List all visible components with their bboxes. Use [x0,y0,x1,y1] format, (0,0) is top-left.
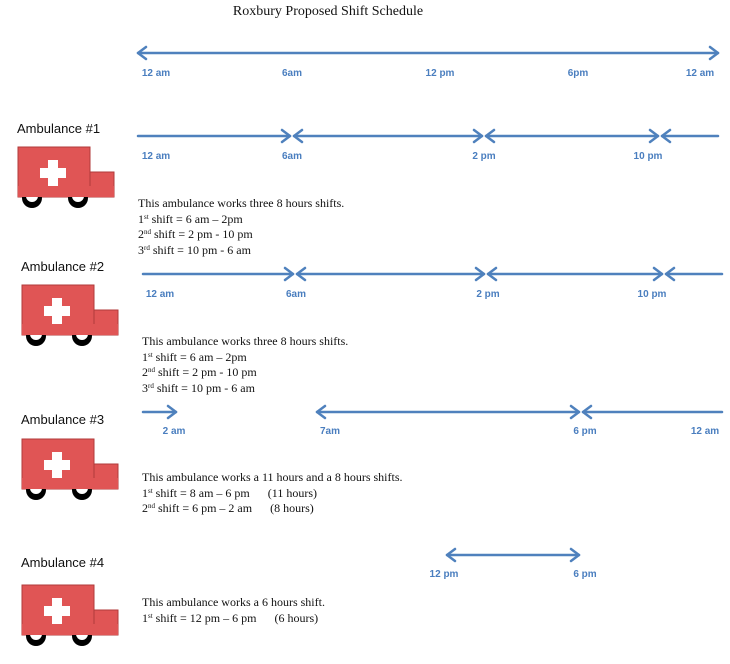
ambulance-1-shift-arrows [136,128,720,144]
ambulance-2-tick: 6am [285,289,307,300]
shift-line: 3rd shift = 10 pm - 6 am [138,242,251,257]
ambulance-3-description: This ambulance works a 11 hours and a 8 … [142,470,403,517]
ambulance-3-tick: 7am [319,426,341,437]
ambulance-4-label: Ambulance #4 [21,555,105,570]
description-text: This ambulance works a 11 hours and a 8 … [142,470,403,484]
ambulance-1-tick: 12 am [141,151,171,162]
ambulance-3-tick: 6 pm [573,426,597,437]
ambulance-4-shift-arrow [445,547,581,563]
ambulance-3-shift-arrows [141,404,724,420]
ambulance-3-tick: 12 am [690,426,720,437]
main-tick-label: 12 pm [425,68,455,79]
description-text: This ambulance works a 6 hours shift. [142,595,325,609]
ambulance-3-tick: 2 am [162,426,186,437]
shift-line: 1st shift = 12 pm – 6 pm(6 hours) [142,610,319,625]
ambulance-1-description: This ambulance works three 8 hours shift… [138,196,344,258]
ambulance-2-label: Ambulance #2 [21,259,105,274]
ambulance-1-icon [17,146,115,208]
description-text: This ambulance works three 8 hours shift… [142,334,349,348]
shift-line: 1st shift = 6 am – 2pm [138,211,243,226]
ambulance-3-icon [21,438,119,500]
main-tick-label: 12 am [685,68,715,79]
shift-line: 3rd shift = 10 pm - 6 am [142,380,255,395]
shift-line: 2nd shift = 2 pm - 10 pm [138,227,253,241]
ambulance-2-description: This ambulance works three 8 hours shift… [142,334,348,396]
ambulance-1-tick: 6am [281,151,303,162]
ambulance-2-tick: 2 pm [476,289,500,300]
shift-line: 2nd shift = 2 pm - 10 pm [142,365,257,379]
ambulance-4-tick: 6 pm [573,569,597,580]
main-tick-label: 6pm [567,68,589,79]
ambulance-2-tick: 12 am [145,289,175,300]
ambulance-2-tick: 10 pm [637,289,667,300]
shift-line: 1st shift = 8 am – 6 pm(11 hours) [142,485,317,500]
shift-line: 2nd shift = 6 pm – 2 am(8 hours) [142,501,314,515]
main-timeline-arrow [136,45,720,61]
ambulance-3-label: Ambulance #3 [21,412,105,427]
shift-line: 1st shift = 6 am – 2pm [142,349,247,364]
ambulance-1-tick: 10 pm [633,151,663,162]
ambulance-1-tick: 2 pm [472,151,496,162]
main-tick-label: 6am [281,68,303,79]
ambulance-1-label: Ambulance #1 [17,121,101,136]
description-text: This ambulance works three 8 hours shift… [138,196,345,210]
ambulance-2-shift-arrows [141,266,724,282]
ambulance-4-description: This ambulance works a 6 hours shift. 1s… [142,595,325,626]
main-tick-label: 12 am [141,68,171,79]
ambulance-2-icon [21,284,119,346]
ambulance-4-icon [21,584,119,646]
ambulance-4-tick: 12 pm [429,569,459,580]
page-title: Roxbury Proposed Shift Schedule [232,4,424,19]
